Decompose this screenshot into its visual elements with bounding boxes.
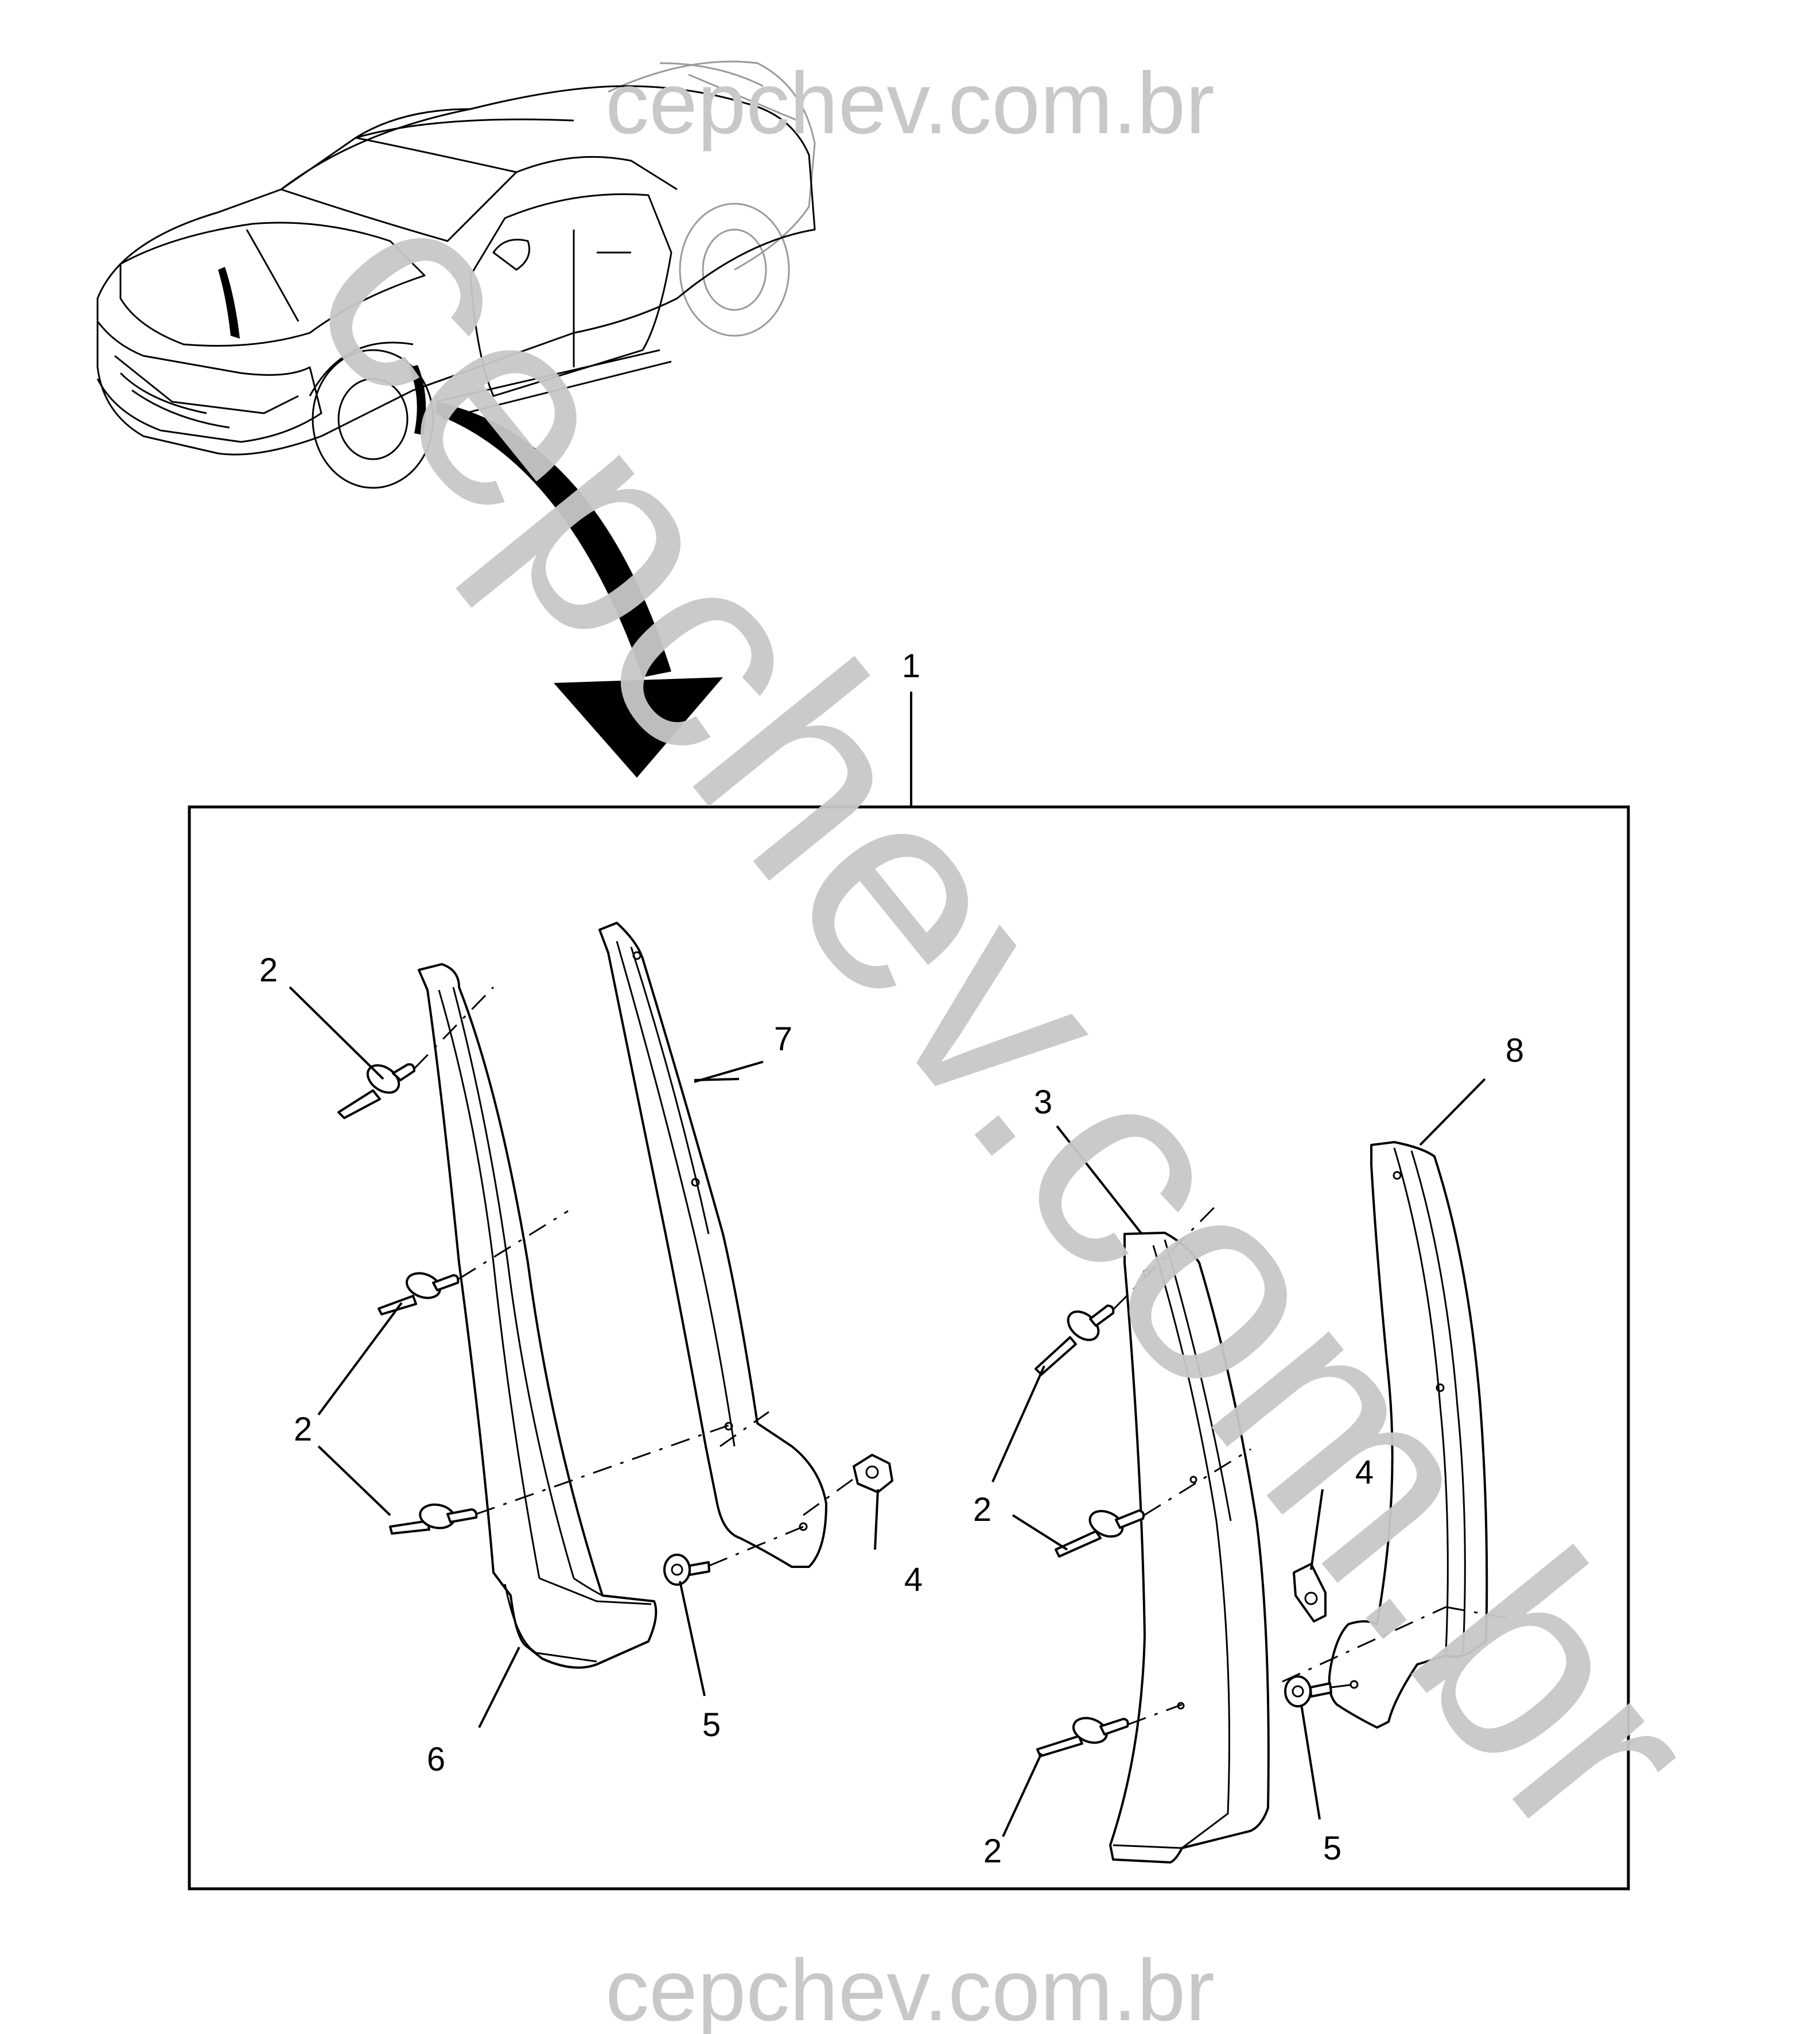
exploded-view-frame: [188, 805, 1630, 1891]
part-6-front-splash-shield: [418, 963, 658, 1669]
callout-4: 4: [1355, 1454, 1374, 1491]
rivet-fastener: [1036, 1717, 1129, 1757]
callout-7: 7: [774, 1020, 792, 1058]
callout-5: 5: [1323, 1830, 1341, 1867]
callout-2: 2: [294, 1411, 312, 1448]
callout-4: 4: [904, 1561, 923, 1598]
bolt-fastener: [1284, 1675, 1332, 1707]
rivet-fastener: [1055, 1509, 1145, 1558]
vehicle-overview-illustration: [96, 60, 816, 489]
part-8-reinforcement: [1328, 1141, 1488, 1729]
callout-2: 2: [983, 1833, 1002, 1870]
watermark-diagonal: cepchev.com.br: [250, 137, 1762, 1897]
part-3-splash-shield: [1109, 1232, 1270, 1864]
callout-3: 3: [1034, 1084, 1052, 1121]
callout-2: 2: [259, 952, 278, 989]
callout-8: 8: [1506, 1032, 1524, 1069]
callout-2: 2: [973, 1491, 991, 1528]
rivet-fastener: [337, 1063, 415, 1119]
part-7-reinforcement: [598, 922, 827, 1568]
rivet-fastener: [1035, 1305, 1115, 1376]
bolt-fastener: [663, 1554, 710, 1586]
callout-5: 5: [702, 1706, 721, 1744]
rivet-fastener: [389, 1503, 478, 1535]
callout-6: 6: [427, 1741, 445, 1778]
rivet-fastener: [378, 1272, 460, 1315]
leader-lines: [289, 986, 1486, 1837]
watermark-top: cepchev.com.br: [605, 55, 1215, 152]
alignment-lines: [413, 986, 1510, 1726]
nut-fastener: [853, 1454, 893, 1493]
location-arrow: [436, 402, 723, 778]
callout-1: 1: [902, 647, 920, 685]
watermark-bottom: cepchev.com.br: [605, 1942, 1215, 2034]
